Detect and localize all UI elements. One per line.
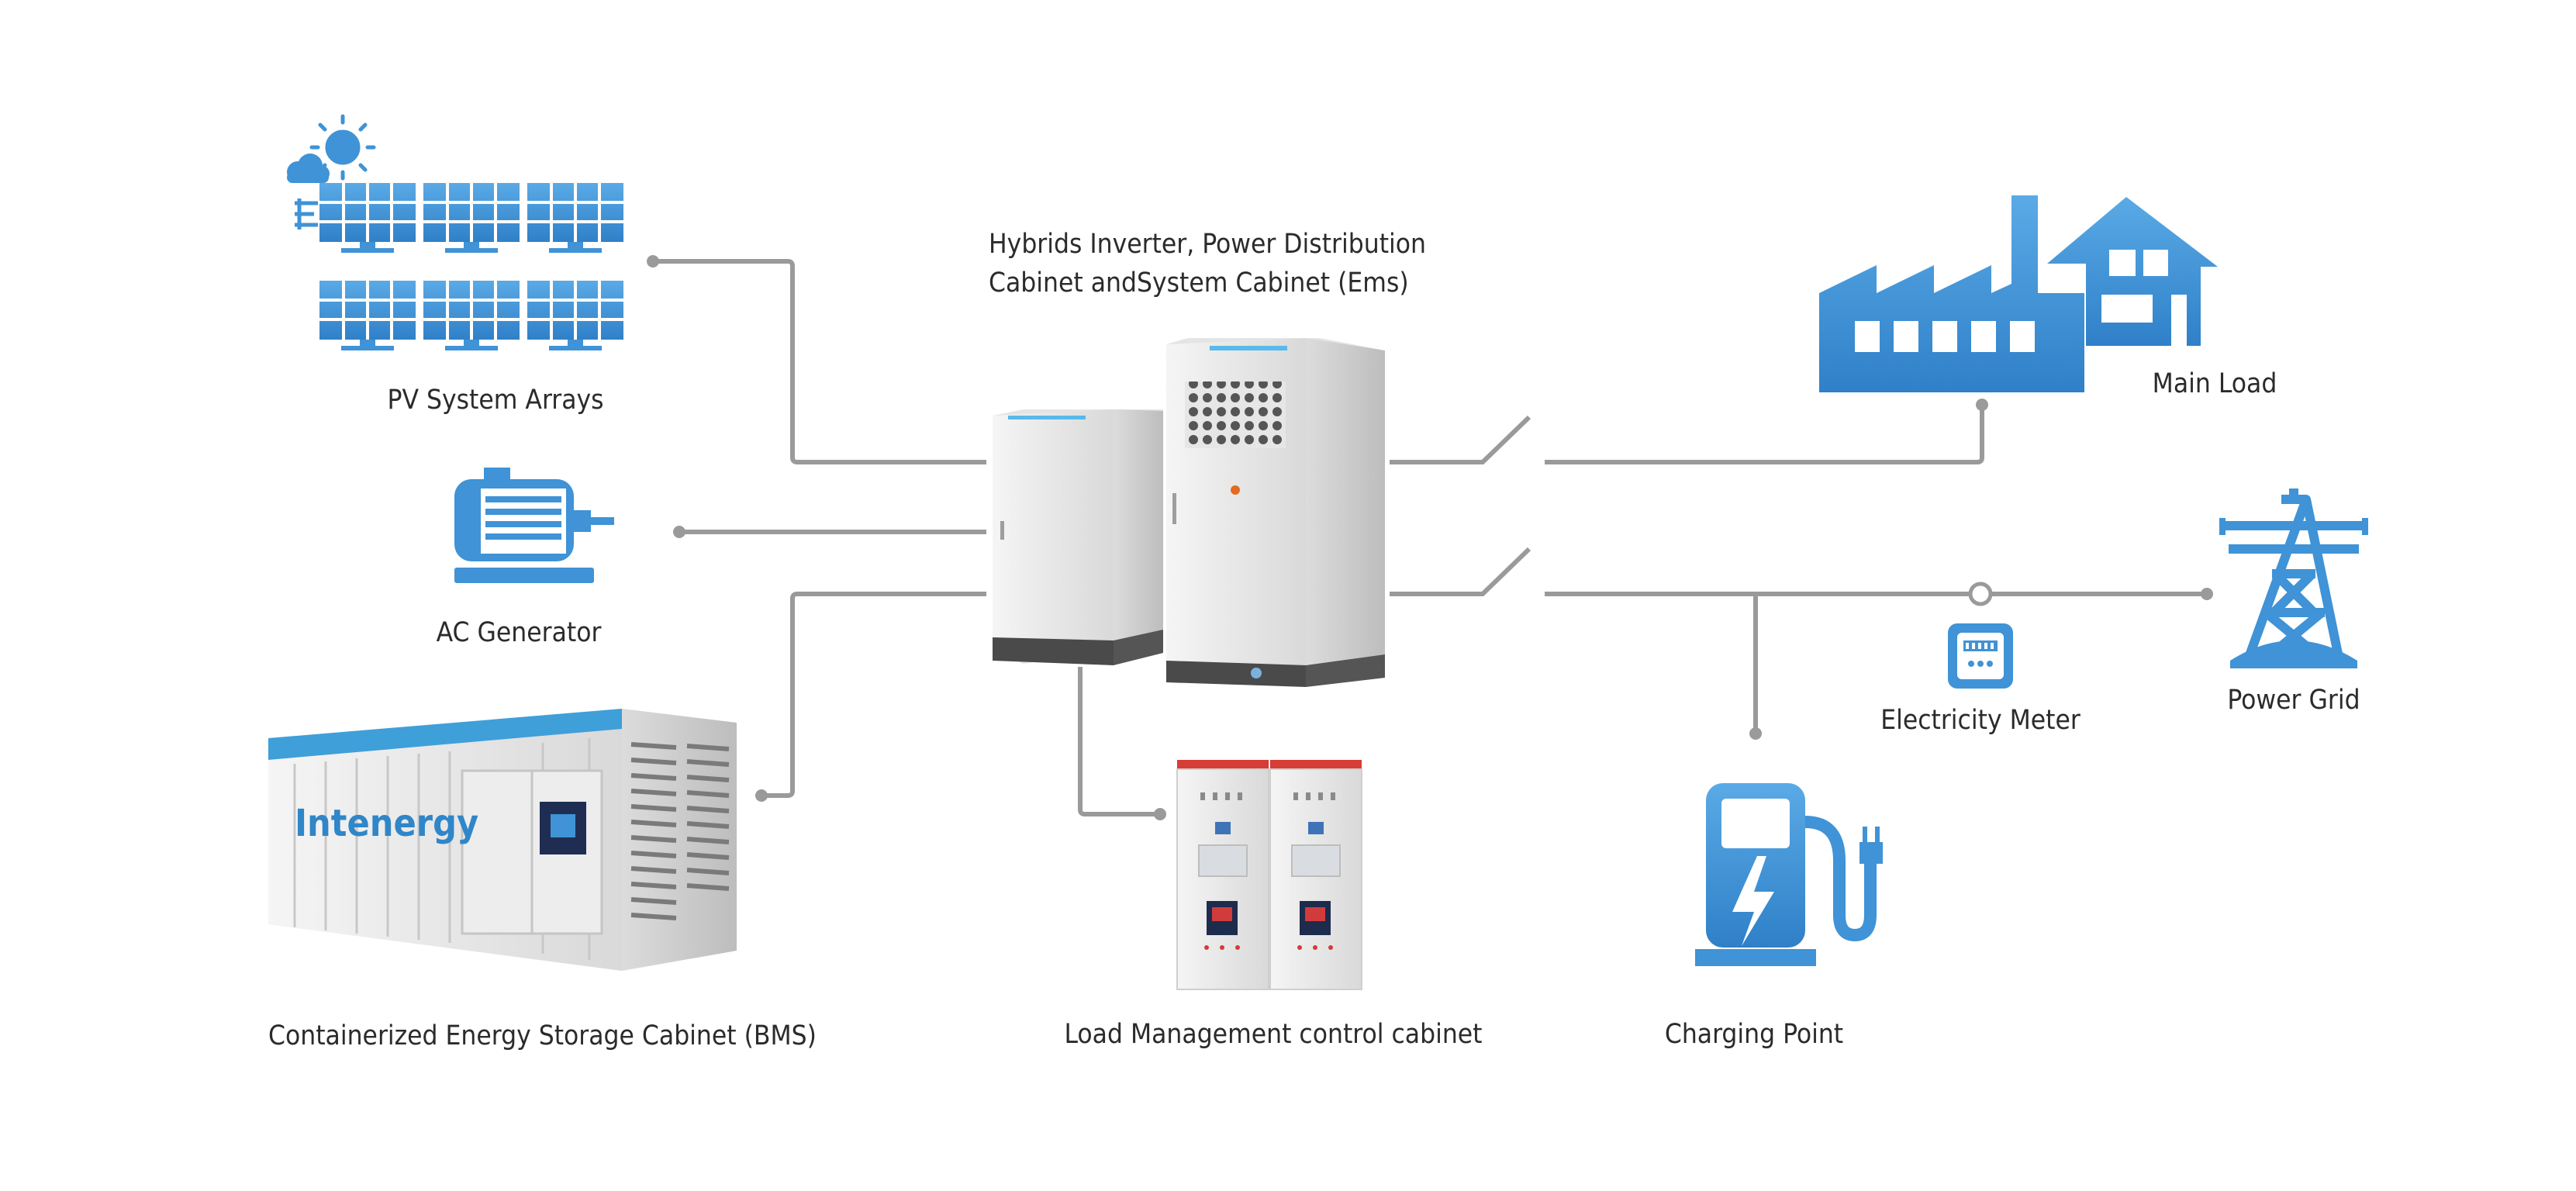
storage-label: Containerized Energy Storage Cabinet (BM… [268, 1020, 817, 1051]
power-grid-label: Power Grid [2227, 685, 2360, 716]
cloud-icon [287, 154, 330, 183]
inverter-label-line1: Hybrids Inverter, Power Distribution [989, 229, 1426, 260]
main-load-switch-in [1390, 415, 1531, 464]
connection-lines [653, 259, 2207, 816]
wind-icon [295, 198, 318, 230]
factory-icon [1819, 195, 2084, 392]
pv-label: PV System Arrays [387, 385, 603, 416]
load-cabinet-label: Load Management control cabinet [1065, 1019, 1483, 1050]
inverter-cabinet-image [1166, 338, 1385, 687]
inverter-label-line2: Cabinet andSystem Cabinet (Ems) [989, 268, 1409, 299]
generator-label: AC Generator [437, 617, 602, 648]
pv-link [653, 259, 986, 464]
meter-label: Electricity Meter [1880, 705, 2080, 736]
distribution-cabinet-image [993, 409, 1163, 665]
load-cabinet-image [1176, 760, 1362, 990]
main-load-link [1545, 405, 1984, 464]
load-cabinet-link [1078, 667, 1160, 816]
pylon-icon [2221, 488, 2367, 661]
connection-dots [647, 255, 2213, 820]
pylon-base [2219, 518, 2368, 668]
pv-array-group [287, 114, 625, 352]
charging-label: Charging Point [1665, 1019, 1843, 1050]
meter-node [1968, 582, 1993, 606]
main-load-label: Main Load [2153, 368, 2277, 399]
generator-icon [454, 468, 614, 583]
grid-switch-in [1390, 547, 1531, 596]
container-logo: Intenergy [295, 802, 478, 845]
storage-container-image [268, 709, 737, 971]
ev-charger-icon [1695, 783, 1883, 966]
house-icon [2047, 197, 2218, 346]
meter-icon [1948, 623, 2013, 689]
storage-link [761, 592, 986, 798]
sun-icon [309, 114, 376, 181]
solar-panel-icon [318, 181, 625, 352]
